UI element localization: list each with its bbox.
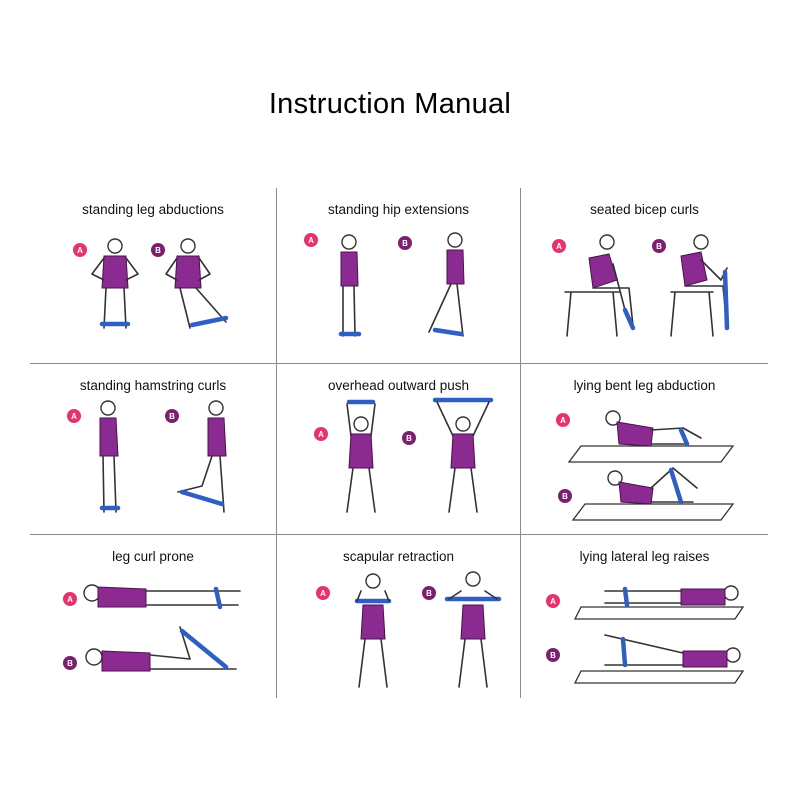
exercise-illustration: A B [316,571,502,688]
figure-overhead-push-wide [432,397,494,513]
svg-text:B: B [67,659,73,668]
svg-text:A: A [308,236,314,245]
figure-lying-bent [567,410,735,463]
exercise-title: leg curl prone [112,549,194,564]
badge-b: B [402,431,416,445]
exercise-cell: standing leg abductions A B [30,188,276,363]
badge-a: A [316,586,330,600]
exercise-illustration: A B [546,585,745,684]
exercise-illustration: A B [67,400,227,513]
svg-text:B: B [169,412,175,421]
badge-a: A [304,233,318,247]
badge-b: B [151,243,165,257]
figure-seated-curl-up [670,234,730,337]
exercise-title: standing hamstring curls [79,378,227,393]
exercise-cell: standing hip extensions A B [277,188,520,363]
badge-b: B [652,239,666,253]
exercise-illustration: A B [304,232,465,337]
exercise-cell: leg curl prone A B [30,535,276,698]
badge-a: A [556,413,570,427]
grid-divider [276,188,277,698]
svg-text:B: B [155,246,161,255]
exercise-cell: seated bicep curls A B [521,188,768,363]
exercise-cell: overhead outward push A B [277,364,520,534]
exercise-illustration: A B [73,238,229,329]
exercise-cell: lying bent leg abduction A B [521,364,768,534]
svg-text:A: A [320,589,326,598]
svg-text:B: B [550,651,556,660]
figure-seated-curl [564,234,636,337]
figure-hip-extension [428,232,465,337]
figure-retraction-wide [444,571,502,688]
exercise-title: lying bent leg abduction [573,378,716,393]
figure-leg-abduction [165,238,229,329]
badge-a: A [552,239,566,253]
svg-text:A: A [556,242,562,251]
grid-divider [520,188,521,698]
figure-lying-bent-open [571,467,735,521]
svg-text:B: B [402,239,408,248]
svg-text:A: A [318,430,324,439]
grid-divider [30,363,768,364]
exercise-illustration: A B [63,584,241,672]
badge-b: B [422,586,436,600]
exercise-title: overhead outward push [327,378,470,393]
exercise-title: standing hip extensions [327,202,470,217]
exercise-illustration: A B [556,410,735,521]
grid-divider [30,534,768,535]
svg-text:A: A [77,246,83,255]
figure-lateral-raise [573,585,745,620]
badge-b: B [63,656,77,670]
exercise-illustration: A B [552,234,730,337]
exercise-cell: lying lateral leg raises A B [521,535,768,698]
badge-a: A [63,592,77,606]
figure-prone [83,584,241,610]
svg-text:B: B [562,492,568,501]
badge-a: A [314,427,328,441]
figure-lateral-raise-up [573,634,745,684]
badge-b: B [398,236,412,250]
figure-hamstring-curl [177,400,227,513]
svg-text:A: A [550,597,556,606]
badge-a: A [73,243,87,257]
badge-a: A [67,409,81,423]
exercise-title: standing leg abductions [82,202,224,217]
badge-b: B [558,489,572,503]
svg-text:B: B [426,589,432,598]
svg-text:B: B [406,434,412,443]
exercise-grid: standing leg abductions A B standing hip… [30,188,768,698]
svg-text:A: A [67,595,73,604]
exercise-title: lying lateral leg raises [579,549,710,564]
exercise-cell: scapular retraction A B [277,535,520,698]
exercise-title: scapular retraction [342,549,455,564]
svg-text:B: B [656,242,662,251]
page-title: Instruction Manual [268,88,512,120]
exercise-title: seated bicep curls [590,202,699,217]
figure-standing-side [338,234,362,337]
figure-overhead-push [346,399,376,513]
exercise-cell: standing hamstring curls A B [30,364,276,534]
figure-standing-side [99,400,121,513]
figure-retraction [354,573,392,688]
svg-text:A: A [71,412,77,421]
svg-text:A: A [560,416,566,425]
figure-standing [91,238,139,329]
badge-b: B [165,409,179,423]
badge-a: A [546,594,560,608]
exercise-illustration: A B [314,397,494,513]
badge-b: B [546,648,560,662]
figure-prone-curl [85,626,237,672]
